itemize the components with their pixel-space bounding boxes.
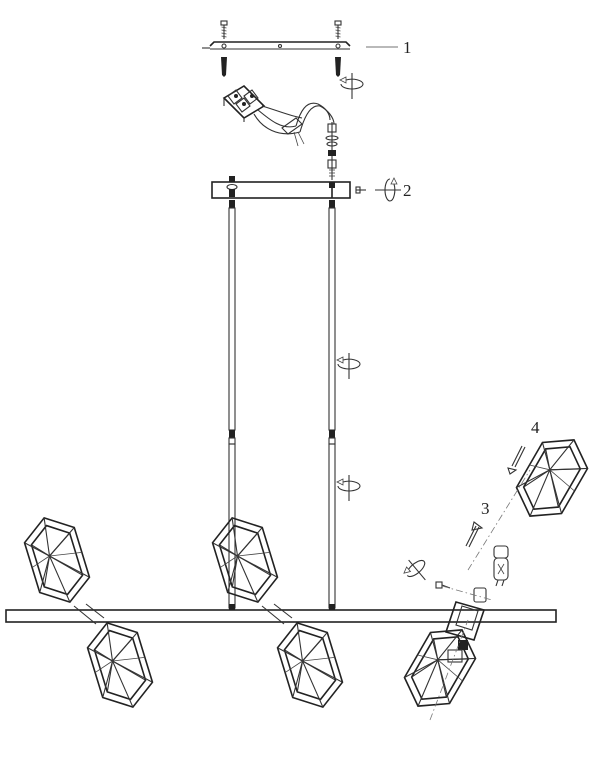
power-cable <box>253 102 335 147</box>
step-label-2: 2 <box>403 181 412 200</box>
terminal-block <box>222 84 266 122</box>
crystal-shade <box>81 614 159 716</box>
screw-icon <box>334 20 342 40</box>
rotate-arrow-icon <box>398 552 435 589</box>
rotate-arrow-icon <box>374 177 402 202</box>
shade-connector <box>273 603 293 619</box>
crystal-shade-exploded <box>506 426 598 530</box>
crystal-shade <box>18 509 96 611</box>
shade-connector <box>85 603 105 619</box>
wall-plug-icon <box>335 57 341 77</box>
lamp-holder <box>444 601 486 663</box>
step-label-3: 3 <box>481 499 490 518</box>
wall-plug-icon <box>221 57 227 77</box>
rotate-arrow-icon <box>336 352 361 380</box>
suspension-rod-right <box>328 200 336 610</box>
rotate-arrow-icon <box>336 474 361 502</box>
alignment-line <box>441 585 493 601</box>
shade-connector <box>73 605 97 625</box>
side-screw-icon <box>355 186 366 194</box>
rotate-arrow-icon <box>339 72 364 100</box>
socket-screw-icon <box>435 581 451 589</box>
g9-bulb-icon <box>473 545 509 603</box>
cable-gland <box>325 122 339 180</box>
crystal-shade <box>271 614 349 716</box>
canopy-plate <box>211 176 351 199</box>
mounting-bracket-group: 1 <box>202 20 412 100</box>
alignment-line <box>429 619 469 721</box>
alignment-line <box>467 469 531 571</box>
suspension-rod-left <box>228 200 236 610</box>
step-label-4: 4 <box>531 418 540 437</box>
crystal-shade <box>206 509 284 611</box>
mounting-bracket <box>202 41 351 50</box>
shade-connector <box>261 605 285 625</box>
main-bar <box>5 609 557 623</box>
screw-icon <box>220 20 228 40</box>
crystal-shade <box>394 616 486 720</box>
step-label-1: 1 <box>403 38 412 57</box>
arrow-icon <box>465 521 484 548</box>
arrow-icon <box>507 445 526 475</box>
